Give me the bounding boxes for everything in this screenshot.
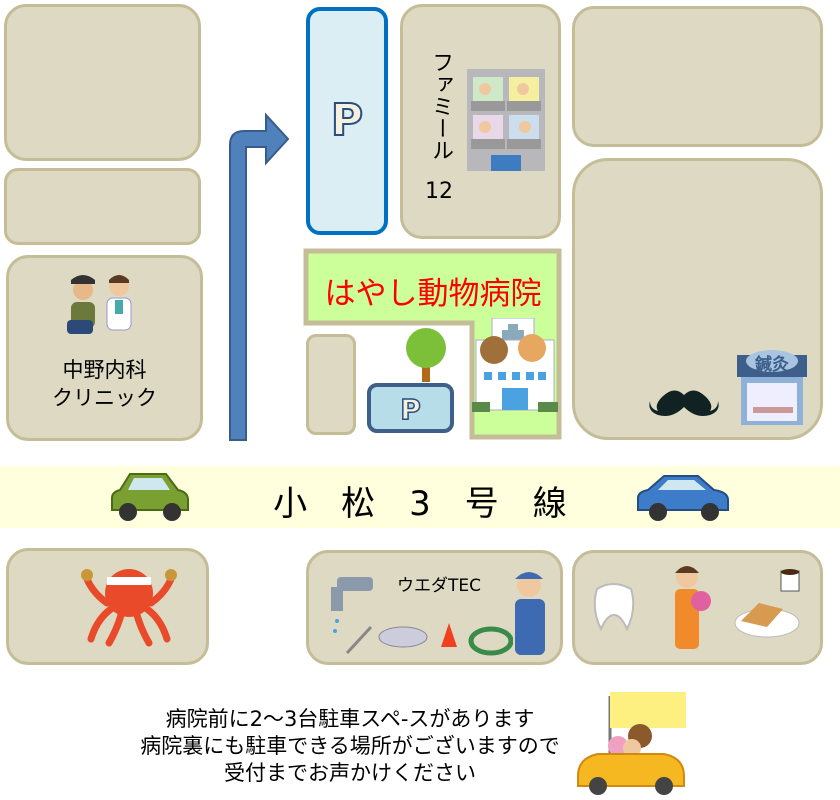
parking-lot-large: P [306, 7, 388, 235]
plumber-icon [515, 572, 545, 655]
acupuncture-shop-icon [737, 350, 807, 425]
parking-label: P [399, 392, 421, 427]
road: 小 松 3 号 線 [0, 466, 840, 528]
apartment-block: ファミール 12 [400, 4, 561, 239]
acupuncture-block: 鍼灸 [572, 158, 823, 440]
apartment-name: ファミール [428, 51, 453, 161]
green-car-icon [111, 473, 189, 521]
ueda-tec-block: ウエダTEC [306, 550, 563, 665]
road-name: 小 松 3 号 線 [273, 484, 567, 524]
plumbing-tools-icon [331, 577, 513, 656]
route-arrow-icon [229, 112, 290, 441]
animal-hospital-icon [472, 318, 558, 412]
parking-notice: 病院前に2～3台駐車スペ-スがあります 病院裏にも駐車できる場所がございますので… [100, 706, 600, 787]
clinic-name-line1: 中野内科 [62, 358, 147, 382]
block [306, 334, 356, 435]
tree-icon [406, 328, 446, 382]
tooth-icon [593, 583, 635, 631]
blue-car-icon [637, 475, 729, 521]
block [4, 4, 201, 161]
dental-florist-cafe-block [572, 550, 823, 665]
apartment-building-icon [467, 69, 545, 171]
block [572, 6, 823, 147]
doctor-patient-icon [67, 275, 132, 334]
notice-line2: 病院裏にも駐車できる場所がございますので [140, 734, 560, 758]
notice-line3: 受付までお声かけください [224, 761, 476, 785]
ueda-tec-name: ウエダTEC [397, 576, 481, 596]
hospital-name: はやし動物病院 [324, 276, 542, 312]
octopus-block [6, 548, 209, 665]
acupuncture-sign: 鍼灸 [755, 355, 789, 375]
florist-icon [675, 566, 711, 649]
notice-line1: 病院前に2～3台駐車スペ-スがあります [165, 707, 535, 731]
coffee-toast-icon [734, 569, 800, 638]
clinic-name-line2: クリニック [52, 386, 157, 410]
octopus-icon [81, 569, 177, 647]
block [4, 168, 201, 245]
apartment-number: 12 [425, 179, 453, 204]
parking-lot-small: P [367, 383, 454, 433]
parking-label: P [330, 94, 364, 147]
mustache-icon [649, 390, 719, 416]
animals-in-car-icon [577, 692, 686, 795]
clinic-block: 中野内科 クリニック [6, 255, 203, 441]
